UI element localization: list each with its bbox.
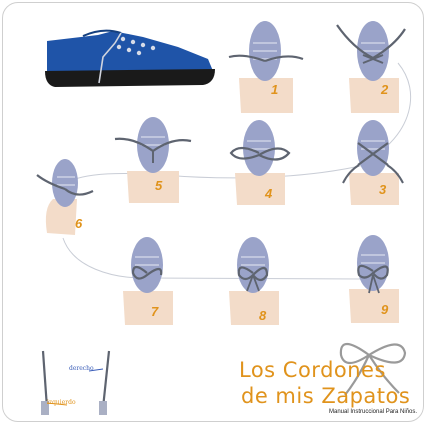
instruction-card: 1 2 3 4 5 6 7 8 9 Los Cordones de mis Za… (2, 2, 424, 422)
sneaker-upper (47, 31, 213, 73)
step-7-illustration (123, 237, 173, 325)
step-number-5: 5 (155, 179, 162, 192)
step-number-1: 1 (271, 83, 278, 96)
step-1-illustration (229, 21, 303, 113)
subtitle: Manual Instruccional Para Niños. (329, 409, 417, 416)
step-number-6: 6 (75, 217, 82, 230)
title-line-1: Los Cordones (239, 359, 386, 381)
sneaker-illustration (45, 31, 215, 87)
step-number-2: 2 (381, 83, 388, 96)
step-number-9: 9 (381, 303, 388, 316)
title-line-2: de mis Zapatos (241, 385, 410, 407)
step-number-3: 3 (379, 183, 386, 196)
step-2-illustration (337, 21, 405, 113)
step-number-4: 4 (265, 187, 272, 200)
step-6-illustration (37, 159, 93, 235)
lace-label-right: derecho (69, 365, 94, 372)
step-3-illustration (343, 120, 403, 205)
lace-label-left: izquierdo (47, 399, 76, 406)
step-8-illustration (229, 237, 279, 325)
step-number-8: 8 (259, 309, 266, 322)
step-number-7: 7 (151, 305, 158, 318)
sneaker-sole (45, 69, 215, 87)
step-4-illustration (231, 120, 289, 205)
step-5-illustration (115, 117, 191, 203)
